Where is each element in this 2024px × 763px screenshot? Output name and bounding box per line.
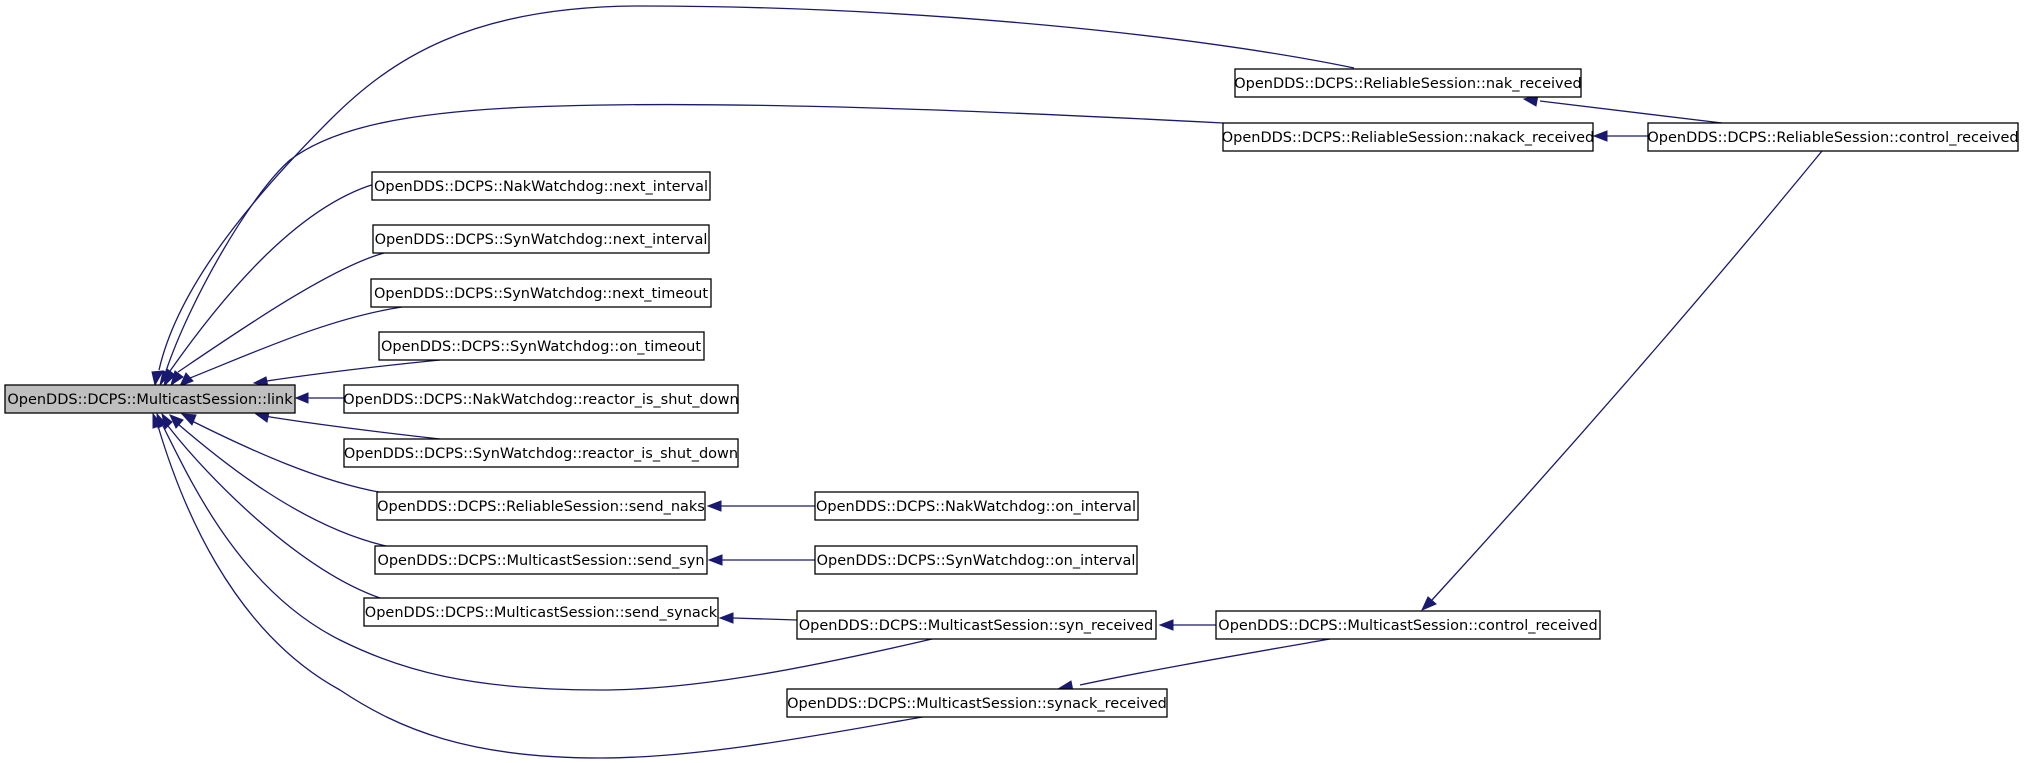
node-label: OpenDDS::DCPS::SynWatchdog::reactor_is_s… (344, 446, 738, 462)
nodes: OpenDDS::DCPS::MulticastSession::link Op… (4, 68, 2019, 718)
edge-rs-control-to-ms-control (1431, 150, 1823, 601)
node-label: OpenDDS::DCPS::ReliableSession::nak_rece… (1234, 76, 1582, 92)
arrowhead-icon (718, 612, 734, 624)
edges (157, 5, 1823, 759)
node-label: OpenDDS::DCPS::NakWatchdog::on_interval (816, 499, 1136, 515)
node-label: OpenDDS::DCPS::ReliableSession::send_nak… (377, 499, 705, 515)
edge-synack-received-to-link (157, 425, 929, 759)
arrowhead-icon (1592, 130, 1608, 142)
node-label: OpenDDS::DCPS::ReliableSession::control_… (1647, 130, 2018, 146)
edge-syn-received-to-link (162, 425, 933, 691)
edge-syn-next-interval-to-link (177, 252, 385, 373)
node-multicastsession-synack-received[interactable]: OpenDDS::DCPS::MulticastSession::synack_… (786, 688, 1168, 718)
arrowhead-icon (170, 370, 184, 387)
node-reliablesession-nak-received[interactable]: OpenDDS::DCPS::ReliableSession::nak_rece… (1234, 68, 1582, 98)
node-reliablesession-nakack-received[interactable]: OpenDDS::DCPS::ReliableSession::nakack_r… (1222, 122, 1595, 152)
edge-nak-received-to-link (158, 5, 1355, 371)
edge-send-naks-to-link (189, 419, 385, 494)
node-nakwatchdog-next-interval[interactable]: OpenDDS::DCPS::NakWatchdog::next_interva… (371, 171, 711, 201)
node-reliablesession-send-naks[interactable]: OpenDDS::DCPS::ReliableSession::send_nak… (376, 491, 706, 521)
edge-syn-received-to-send-synack (732, 617, 798, 621)
node-label: OpenDDS::DCPS::SynWatchdog::next_interva… (375, 232, 708, 248)
node-synwatchdog-next-timeout[interactable]: OpenDDS::DCPS::SynWatchdog::next_timeout (370, 278, 712, 308)
arrowhead-icon (1158, 619, 1174, 631)
edge-syn-reactor-to-link (257, 414, 441, 440)
edge-send-synack-to-link (167, 425, 381, 599)
node-label: OpenDDS::DCPS::MulticastSession::synack_… (787, 696, 1167, 712)
node-label: OpenDDS::DCPS::NakWatchdog::reactor_is_s… (343, 392, 738, 408)
node-label: OpenDDS::DCPS::ReliableSession::nakack_r… (1222, 130, 1595, 146)
edge-syn-next-timeout-to-link (189, 306, 403, 379)
node-label: OpenDDS::DCPS::SynWatchdog::on_timeout (381, 339, 701, 355)
edge-rs-control-to-nak-received (1539, 100, 1723, 124)
edge-syn-on-timeout-to-link (259, 359, 441, 383)
node-synwatchdog-on-interval[interactable]: OpenDDS::DCPS::SynWatchdog::on_interval (814, 545, 1138, 575)
node-nakwatchdog-reactor-is-shut-down[interactable]: OpenDDS::DCPS::NakWatchdog::reactor_is_s… (343, 384, 739, 414)
node-label: OpenDDS::DCPS::MulticastSession::send_sy… (365, 605, 718, 621)
edge-ms-control-to-synack-received (1079, 638, 1331, 686)
node-label: OpenDDS::DCPS::SynWatchdog::on_interval (817, 553, 1136, 569)
arrowhead-icon (152, 412, 163, 429)
edge-nak-next-interval-to-link (169, 180, 387, 372)
node-reliablesession-control-received[interactable]: OpenDDS::DCPS::ReliableSession::control_… (1647, 122, 2019, 152)
node-multicastsession-send-syn[interactable]: OpenDDS::DCPS::MulticastSession::send_sy… (374, 545, 708, 575)
arrowhead-icon (163, 368, 176, 388)
arrowhead-icon (1421, 596, 1437, 611)
node-label: OpenDDS::DCPS::SynWatchdog::next_timeout (374, 286, 708, 302)
node-label: OpenDDS::DCPS::MulticastSession::send_sy… (377, 553, 704, 569)
node-multicastsession-control-received[interactable]: OpenDDS::DCPS::MulticastSession::control… (1215, 610, 1601, 640)
node-synwatchdog-next-interval[interactable]: OpenDDS::DCPS::SynWatchdog::next_interva… (372, 224, 710, 254)
node-synwatchdog-reactor-is-shut-down[interactable]: OpenDDS::DCPS::SynWatchdog::reactor_is_s… (343, 438, 739, 468)
node-nakwatchdog-on-interval[interactable]: OpenDDS::DCPS::NakWatchdog::on_interval (814, 491, 1139, 521)
arrowhead-icon (180, 413, 197, 426)
node-multicastsession-link[interactable]: OpenDDS::DCPS::MulticastSession::link (4, 384, 296, 414)
arrowhead-icon (179, 372, 194, 387)
arrowhead-icon (151, 370, 164, 387)
node-label: OpenDDS::DCPS::MulticastSession::control… (1218, 618, 1597, 634)
node-synwatchdog-on-timeout[interactable]: OpenDDS::DCPS::SynWatchdog::on_timeout (378, 331, 705, 361)
arrowhead-icon (706, 500, 722, 512)
node-multicastsession-send-synack[interactable]: OpenDDS::DCPS::MulticastSession::send_sy… (363, 597, 719, 627)
node-label: OpenDDS::DCPS::NakWatchdog::next_interva… (374, 179, 708, 195)
arrowhead-icon (169, 414, 184, 429)
node-multicastsession-syn-received[interactable]: OpenDDS::DCPS::MulticastSession::syn_rec… (796, 610, 1157, 640)
edge-nakack-received-to-link (165, 103, 1224, 372)
arrowhead-icon (707, 554, 723, 566)
edge-send-syn-to-link (177, 423, 387, 547)
node-label: OpenDDS::DCPS::MulticastSession::link (7, 392, 293, 408)
node-label: OpenDDS::DCPS::MulticastSession::syn_rec… (799, 618, 1153, 634)
arrowhead-icon (294, 392, 309, 404)
